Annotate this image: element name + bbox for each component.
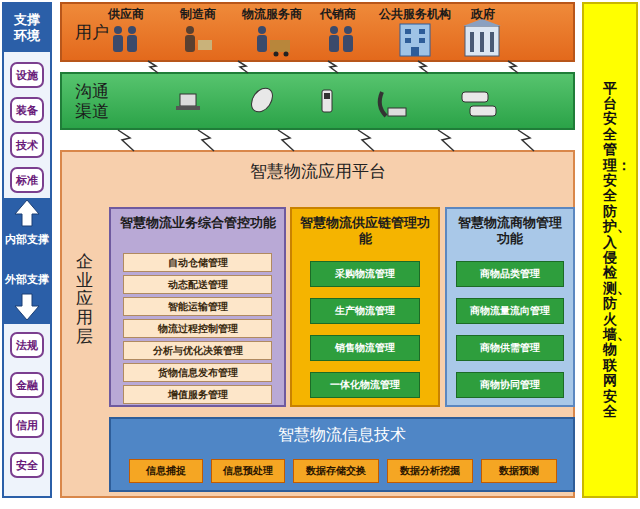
node-text: 一体化物流管理 xyxy=(330,378,400,392)
function-item: 商物品类管理 xyxy=(456,261,564,287)
node-text: 信息预处理 xyxy=(223,464,273,478)
function-item: 动态配送管理 xyxy=(123,275,272,294)
support-box: 金融 xyxy=(10,372,44,398)
plain-label: 代销商 xyxy=(316,6,360,23)
node-text: 金融 xyxy=(16,378,38,393)
node-text: 采购物流管理 xyxy=(335,267,395,281)
node-text: 数据分析挖掘 xyxy=(400,464,460,478)
plain-label: 政府 xyxy=(466,6,500,23)
function-item: 一体化物流管理 xyxy=(310,372,420,398)
node-text: 分析与优化决策管理 xyxy=(153,344,243,358)
function-item: 物流过程控制管理 xyxy=(123,319,272,338)
function-item: 商物供需管理 xyxy=(456,335,564,361)
node-text: 智慧物流供应链管理功能 xyxy=(292,215,438,248)
node-text: 法规 xyxy=(16,338,38,353)
technology-item: 信息预处理 xyxy=(211,459,285,483)
function-item: 货物信息发布管理 xyxy=(123,363,272,382)
node-text: 信息捕捉 xyxy=(146,464,186,478)
function-item: 商物协同管理 xyxy=(456,372,564,398)
node-text: 企业应用层 xyxy=(76,252,93,345)
support-box: 技术 xyxy=(10,132,44,158)
node-text: 技术 xyxy=(16,138,38,153)
technology-panel: 智慧物流信息技术信息捕捉 信息预处理 数据存储交换 数据分析挖掘 数据预测 xyxy=(109,417,575,492)
node-text: 商物流量流向管理 xyxy=(470,304,550,318)
plain-label: 公共服务机构 xyxy=(376,6,454,23)
plain-label: 制造商 xyxy=(176,6,220,23)
node-text: 数据存储交换 xyxy=(306,464,366,478)
column-header xyxy=(4,4,50,52)
function-item: 生产物流管理 xyxy=(310,298,420,324)
function-item: 增值服务管理 xyxy=(123,385,272,404)
support-box: 信用 xyxy=(10,412,44,438)
support-box: 安全 xyxy=(10,452,44,478)
platform-region: 智慧物流应用平台企业应用层智慧物流业务综合管控功能自动仓储管理动态配送管理智能运… xyxy=(60,150,575,498)
node-text: 生产物流管理 xyxy=(335,304,395,318)
function-item: 销售物流管理 xyxy=(310,335,420,361)
support-box: 装备 xyxy=(10,97,44,123)
node-text: 数据预测 xyxy=(499,464,539,478)
node-text: 商物协同管理 xyxy=(480,378,540,392)
down-arrow xyxy=(15,294,39,320)
function-item: 分析与优化决策管理 xyxy=(123,341,272,360)
technology-item: 数据预测 xyxy=(481,459,557,483)
function-panel: 智慧物流业务综合管控功能自动仓储管理动态配送管理智能运输管理物流过程控制管理分析… xyxy=(109,207,286,407)
function-item: 自动仓储管理 xyxy=(123,253,272,272)
node-text: 支撑环境 xyxy=(13,12,40,45)
security-column: 平台安全管理：安全防护、入侵检测、防火墙、物联网安全 xyxy=(582,2,638,498)
technology-item: 数据存储交换 xyxy=(293,459,379,483)
node-text: 智慧物流信息技术 xyxy=(278,425,406,446)
plain-label: 供应商 xyxy=(104,6,148,23)
node-text: 动态配送管理 xyxy=(168,278,228,292)
support-box: 标准 xyxy=(10,167,44,193)
function-item: 商物流量流向管理 xyxy=(456,298,564,324)
node-text: 智能运输管理 xyxy=(168,300,228,314)
support-ground xyxy=(4,198,50,324)
function-panel: 智慧物流供应链管理功能采购物流管理生产物流管理销售物流管理一体化物流管理 xyxy=(290,207,440,407)
technology-item: 信息捕捉 xyxy=(129,459,203,483)
node-text: 智慧物流应用平台 xyxy=(62,160,573,183)
node-text: 安全 xyxy=(16,458,38,473)
plain-label: 外部支撑 xyxy=(2,272,52,287)
up-arrow xyxy=(15,200,39,226)
node-text: 物流过程控制管理 xyxy=(158,322,238,336)
node-text: 智慧物流商物管理功能 xyxy=(447,215,573,248)
function-item: 采购物流管理 xyxy=(310,261,420,287)
node-text: 货物信息发布管理 xyxy=(158,366,238,380)
node-text: 标准 xyxy=(16,173,38,188)
node-text: 销售物流管理 xyxy=(335,341,395,355)
node-text: 增值服务管理 xyxy=(168,388,228,402)
node-text: 沟通渠道 xyxy=(74,81,110,122)
function-item: 智能运输管理 xyxy=(123,297,272,316)
node-text: 信用 xyxy=(16,418,38,433)
technology-item: 数据分析挖掘 xyxy=(387,459,473,483)
node-text: 装备 xyxy=(16,103,38,118)
support-box: 法规 xyxy=(10,332,44,358)
plain-label: 物流服务商 xyxy=(240,6,304,23)
channel-band: 沟通渠道 xyxy=(60,72,575,130)
node-text: 设施 xyxy=(16,68,38,83)
node-text: 用户 xyxy=(74,22,110,42)
plain-label: 内部支撑 xyxy=(2,232,52,247)
node-text: 商物供需管理 xyxy=(480,341,540,355)
function-panel: 智慧物流商物管理功能商物品类管理商物流量流向管理商物供需管理商物协同管理 xyxy=(445,207,575,407)
node-text: 自动仓储管理 xyxy=(168,256,228,270)
node-text: 平台安全管理：安全防护、入侵检测、防火墙、物联网安全 xyxy=(603,81,617,420)
support-box: 设施 xyxy=(10,62,44,88)
node-text: 商物品类管理 xyxy=(480,267,540,281)
node-text: 智慧物流业务综合管控功能 xyxy=(114,215,282,231)
